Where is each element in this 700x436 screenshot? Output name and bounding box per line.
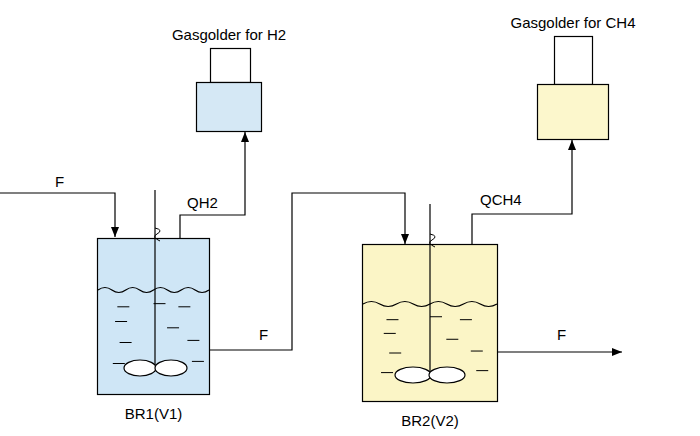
node-label: BR1(V1): [125, 405, 183, 422]
flow-label: QH2: [187, 194, 218, 211]
node-label: BR2(V2): [401, 412, 459, 429]
flow-connector: [472, 140, 572, 244]
gasholder: Gasgolder for H2: [196, 48, 262, 132]
node-label: Gasgolder for CH4: [510, 14, 635, 31]
node-label: Gasgolder for H2: [172, 26, 286, 43]
tank-drawing: [97, 238, 210, 395]
flow-label: F: [259, 326, 268, 343]
tank-drawing: [362, 244, 498, 402]
reactor-tank: BR2(V2): [362, 244, 498, 402]
gasholder-drawing: [537, 36, 609, 140]
flow-label: F: [557, 326, 566, 343]
inlet-line: [0, 193, 115, 237]
flow-label: QCH4: [480, 191, 522, 208]
reactor-tank: BR1(V1): [97, 238, 210, 395]
gasholder: Gasgolder for CH4: [537, 36, 609, 140]
flow-connector: [180, 132, 245, 238]
outlet-line: [498, 351, 622, 352]
flow-label: F: [55, 173, 64, 190]
gasholder-drawing: [196, 48, 262, 132]
